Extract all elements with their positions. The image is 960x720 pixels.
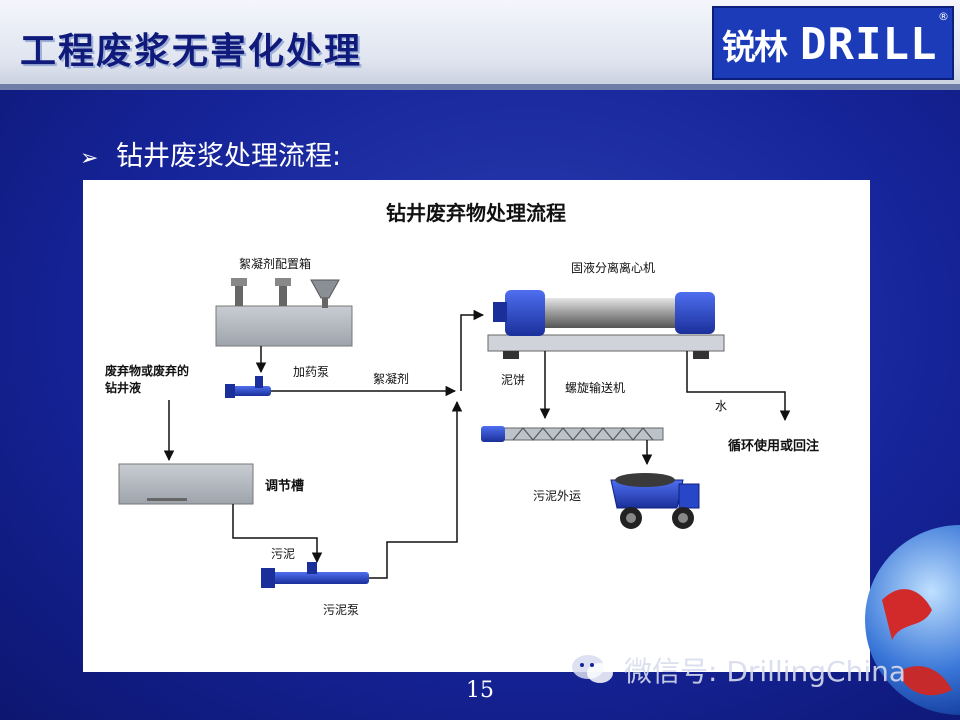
globe-decoration-icon (865, 525, 960, 715)
process-flow-diagram: 钻井废弃物处理流程 絮凝剂配置箱 加药泵 废弃物或废弃的 钻井液 絮凝剂 固液分… (105, 201, 819, 617)
label-flocculant-tank: 絮凝剂配置箱 (239, 256, 311, 271)
label-waste-input-line2: 钻井液 (105, 380, 141, 395)
bullet-heading: ➢ 钻井废浆处理流程: (80, 134, 341, 173)
label-flocculant: 絮凝剂 (373, 371, 409, 386)
registered-mark-icon: ® (938, 10, 949, 23)
bullet-heading-text: 钻井废浆处理流程: (116, 141, 342, 172)
label-centrifuge: 固液分离离心机 (571, 260, 655, 275)
diagram-title: 钻井废弃物处理流程 (386, 201, 566, 225)
diagram-panel: 钻井废弃物处理流程 絮凝剂配置箱 加药泵 废弃物或废弃的 钻井液 絮凝剂 固液分… (83, 180, 870, 672)
label-waste-input-line1: 废弃物或废弃的 (105, 363, 189, 378)
centrifuge-machine (487, 290, 725, 359)
arrow-bullet-icon: ➢ (80, 146, 99, 171)
dump-truck (610, 473, 700, 529)
arrow-water-line (686, 351, 791, 422)
logo-english-text: DRILL (800, 19, 938, 70)
logo-chinese-text: 锐林 (722, 28, 788, 68)
label-screw-conveyor: 螺旋输送机 (565, 380, 625, 395)
sludge-pump (261, 562, 369, 588)
label-sludge-pump: 污泥泵 (323, 603, 359, 617)
slide-title: 工程废浆无害化处理 (20, 30, 363, 72)
regulating-tank (118, 463, 254, 505)
screw-conveyor (481, 426, 664, 442)
label-mud-cake: 泥饼 (501, 373, 525, 387)
header-strip (0, 84, 960, 90)
label-recycle: 循环使用或回注 (728, 438, 819, 454)
label-water: 水 (715, 399, 727, 413)
arrow-to-centrifuge (460, 309, 485, 391)
label-regulating-tank: 调节槽 (265, 478, 304, 494)
company-logo: 锐林 DRILL ® (712, 6, 954, 80)
flocculant-tank (215, 278, 353, 347)
page-number: 15 (466, 678, 494, 703)
wechat-icon (572, 655, 613, 683)
label-sludge: 污泥 (271, 547, 295, 561)
label-sludge-out: 污泥外运 (533, 489, 581, 503)
watermark-text: 微信号: DrillingChina (624, 655, 907, 688)
label-dosing-pump: 加药泵 (293, 365, 329, 379)
arrow-sludge-pump-to-centrifuge (369, 400, 463, 579)
arrow-tank-to-sludge-pump (232, 504, 323, 564)
dosing-pump (225, 376, 271, 398)
